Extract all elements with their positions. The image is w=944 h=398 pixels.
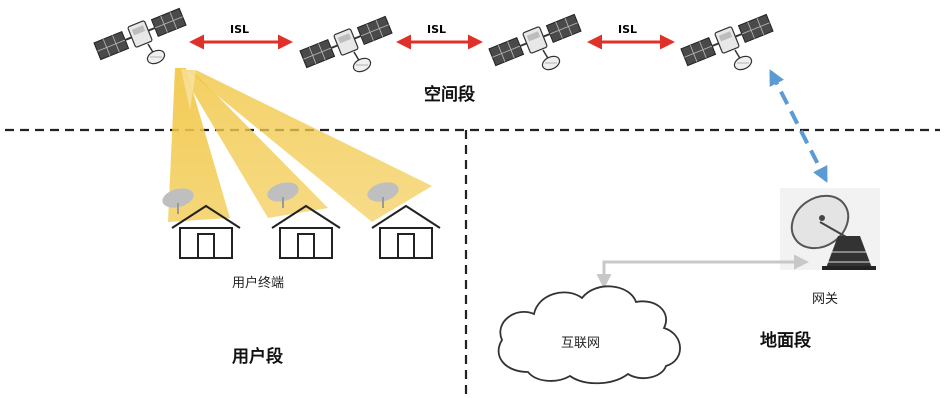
satellite-3 bbox=[487, 11, 583, 74]
beam-2 bbox=[180, 70, 328, 218]
isl-label-2: ISL bbox=[427, 23, 447, 36]
ground-segment-label: 地面段 bbox=[760, 331, 811, 351]
beam-3 bbox=[186, 70, 432, 222]
isl-label-1: ISL bbox=[230, 23, 250, 36]
beam-1 bbox=[168, 68, 230, 222]
gateway-antenna bbox=[780, 188, 880, 270]
internet-label: 互联网 bbox=[561, 336, 601, 351]
satellite-2 bbox=[298, 13, 394, 76]
space-segment-label: 空间段 bbox=[424, 85, 475, 105]
user-terminal-label: 用户终端 bbox=[232, 276, 285, 291]
satellite-1 bbox=[92, 5, 188, 68]
satellite-4 bbox=[679, 11, 775, 74]
gateway-label: 网关 bbox=[812, 292, 839, 307]
user-segment-label: 用户段 bbox=[232, 347, 283, 367]
isl-label-3: ISL bbox=[618, 23, 638, 36]
ground-link-arrow bbox=[596, 254, 809, 289]
feeder-link-arrow bbox=[769, 69, 828, 183]
internet-cloud bbox=[497, 285, 681, 385]
user-beams bbox=[168, 68, 432, 222]
